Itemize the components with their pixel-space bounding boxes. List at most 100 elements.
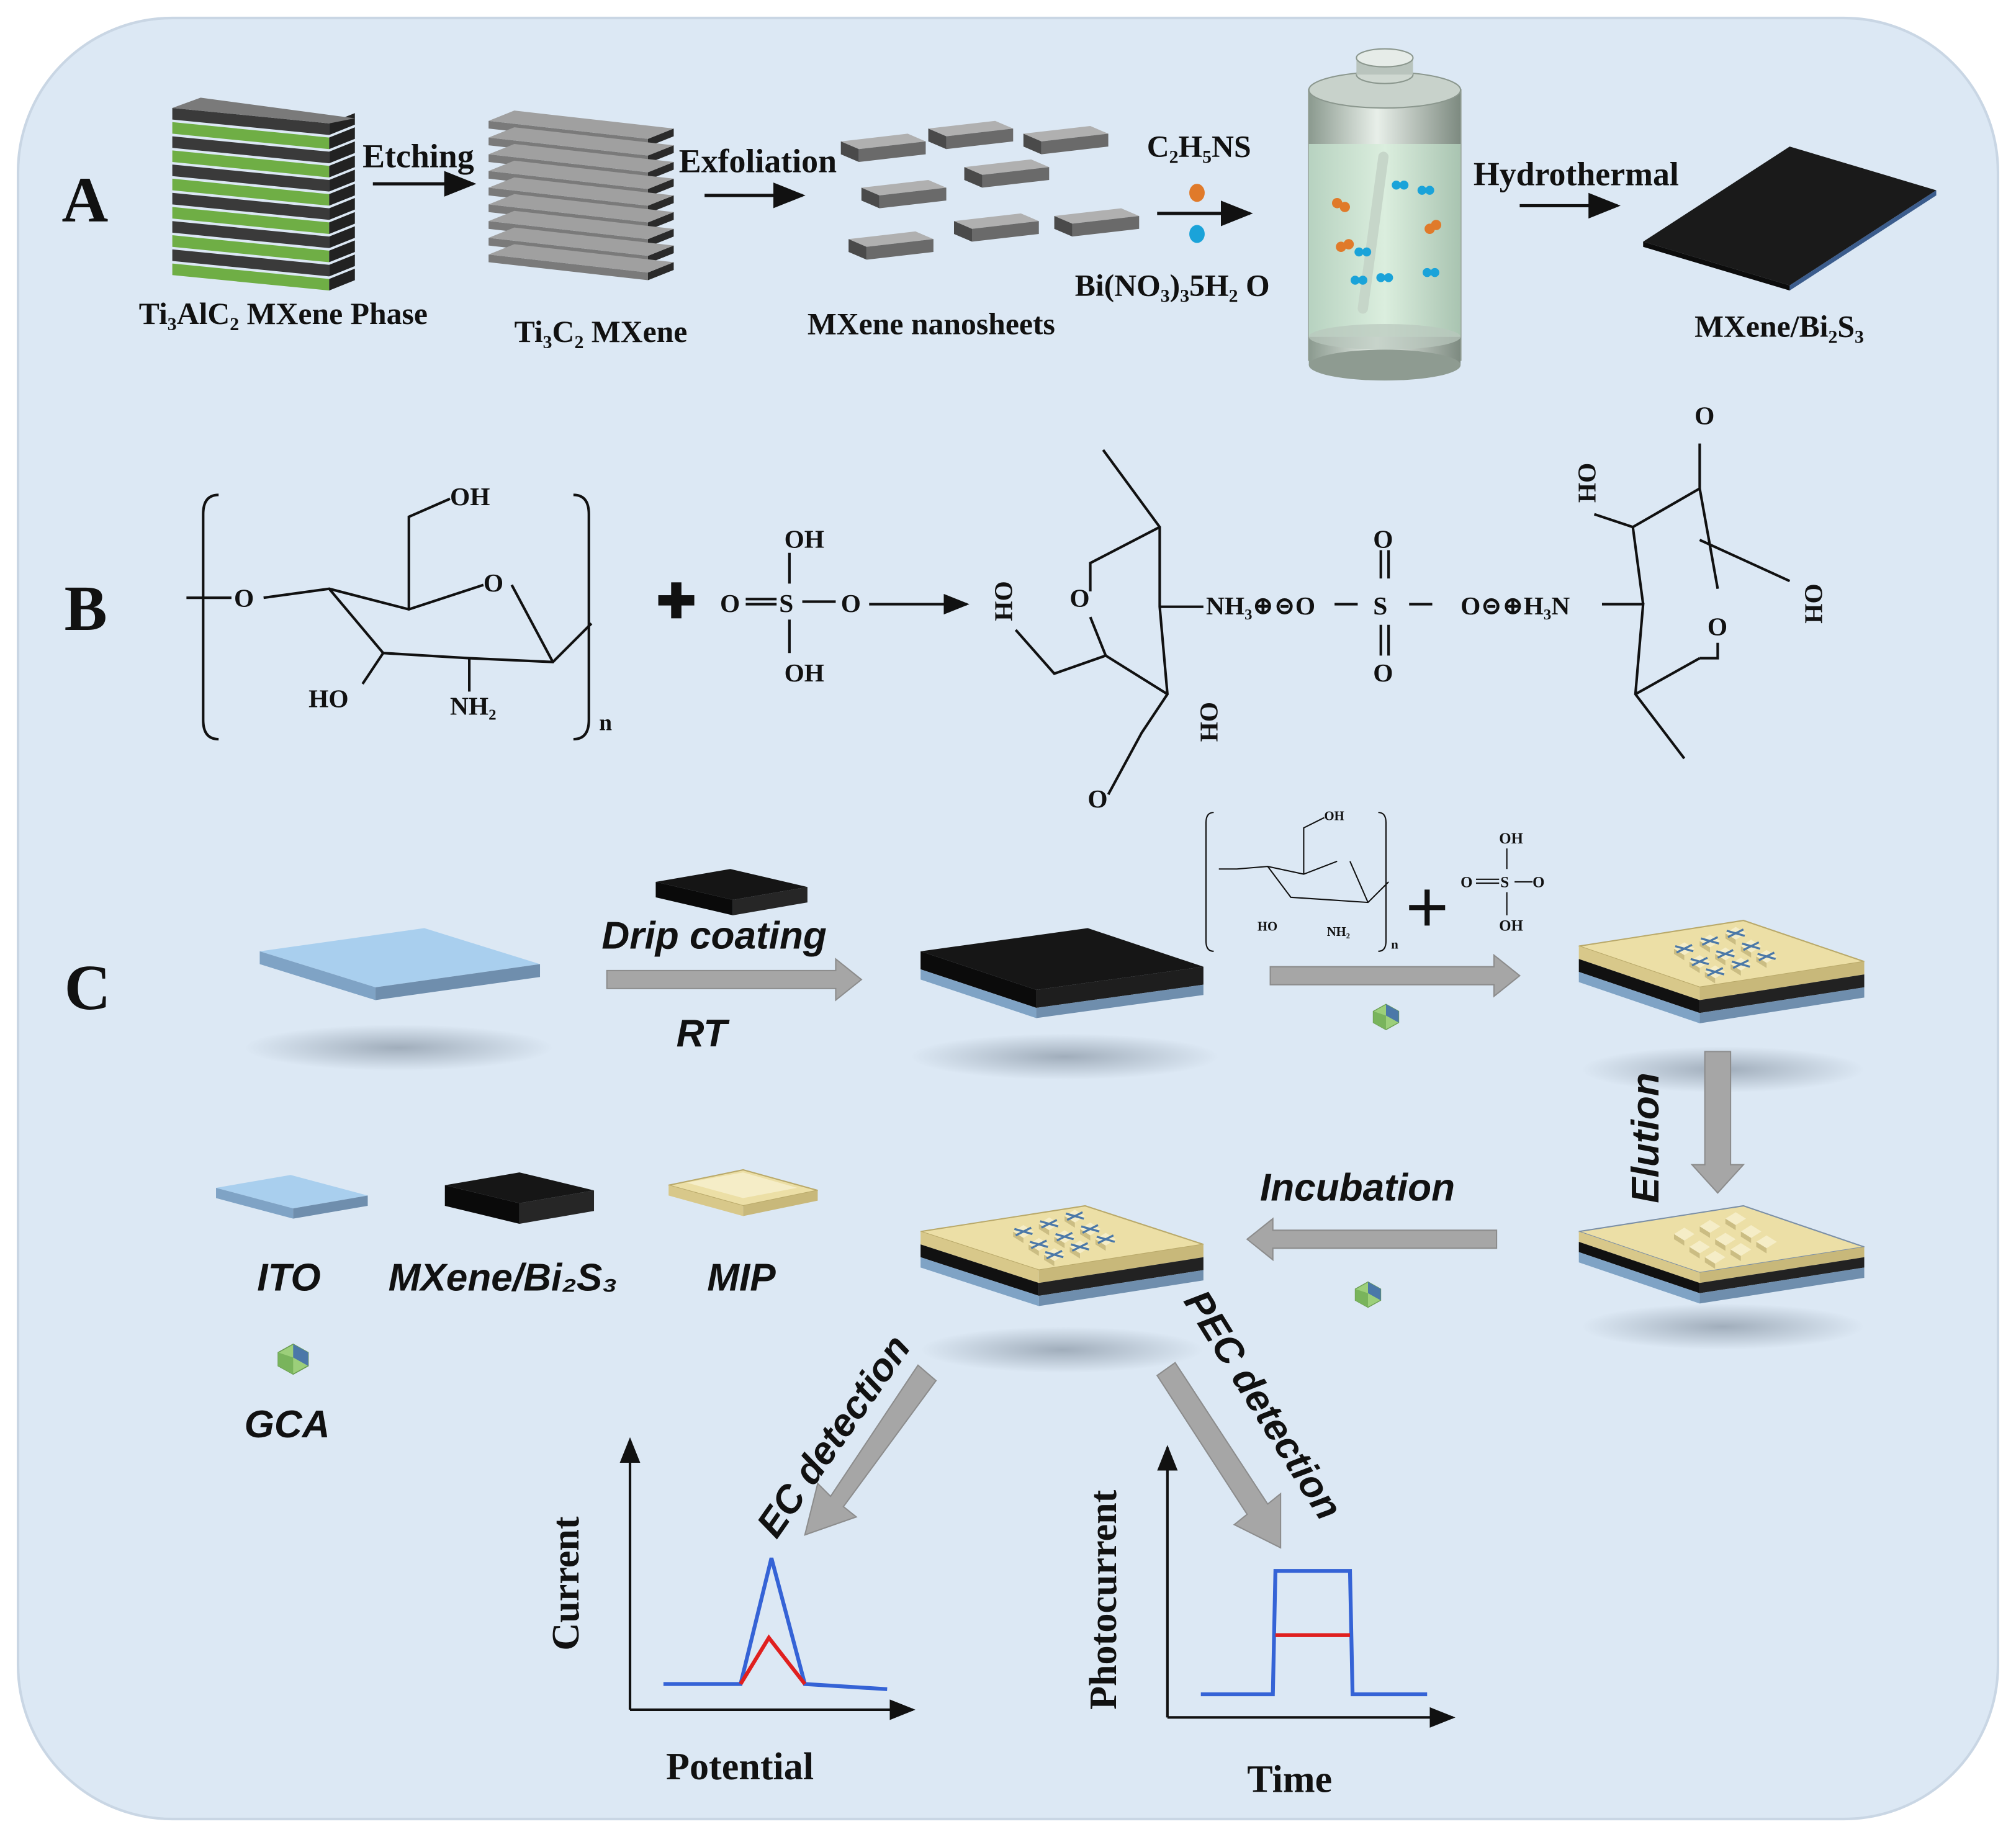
mini-acid-s: S <box>1500 874 1509 891</box>
ti3c2-layer-side <box>648 262 674 281</box>
pec-plot <box>1157 1445 1456 1728</box>
max-layer-side <box>329 197 355 220</box>
bound-gca-template <box>1014 1226 1033 1237</box>
max-layer <box>172 122 330 150</box>
imprint-cavity-wall <box>1756 1241 1767 1254</box>
product-oh-right: OH <box>1799 583 1828 623</box>
mini-n: n <box>1391 938 1398 952</box>
nanosheet-side <box>946 128 1014 150</box>
panel-c-label: C <box>65 953 111 1023</box>
max-layer-side <box>329 240 355 263</box>
nanosheet-front <box>964 167 983 188</box>
sulfuric-oh-bottom: OH <box>785 658 824 687</box>
blue-particle <box>1189 225 1205 243</box>
legend-ito-label: ITO <box>257 1257 320 1300</box>
ti3c2-layer-side <box>648 245 674 264</box>
orange-particle <box>1189 184 1205 202</box>
ti3c2-layer-top <box>488 127 674 156</box>
ti3c2-layer-top <box>488 244 674 273</box>
max-layer-side <box>329 141 355 164</box>
sulfuric-o-right: O <box>841 589 861 618</box>
elution-label: Elution <box>1624 1072 1667 1203</box>
imprint-cavity-wall <box>1704 1257 1716 1269</box>
reactor-vessel-icon <box>1308 48 1462 381</box>
exfoliation-label: Exfoliation <box>679 143 837 180</box>
sulfuric-oh-top: OH <box>785 524 824 553</box>
ti3c2-layer-top <box>488 194 674 223</box>
product-o-top: O <box>1694 402 1714 430</box>
legend-mxene-swatch <box>444 1172 595 1224</box>
panel-b-label: B <box>65 573 107 644</box>
ti3c2-label: Ti₃C₂ MXene <box>515 315 688 349</box>
imprint-cavity-wall <box>1699 1226 1710 1238</box>
bound-gca-template <box>1040 1219 1059 1229</box>
nanosheet-front <box>1054 215 1073 237</box>
nanosheet-side <box>879 187 947 209</box>
bound-gca-template <box>1065 1211 1084 1221</box>
product-o-1: O <box>1069 584 1089 613</box>
mxene-bi2s3-sheet <box>1643 146 1937 291</box>
legend-mxene-label: MXene/Bi₂S₃ <box>389 1257 618 1300</box>
rebound-mip-electrode <box>920 1205 1204 1306</box>
mini-nh2: NH₂ <box>1327 925 1350 939</box>
bound-gca-template <box>1706 967 1725 977</box>
ti3c2-layer-top <box>488 227 674 256</box>
max-phase-stack <box>172 97 355 291</box>
max-layer <box>172 221 330 248</box>
ti3c2-layer-side <box>648 161 674 180</box>
polymerization-arrow <box>1269 953 1521 998</box>
max-phase-label: Ti₃AlC₂ MXene Phase <box>139 297 428 331</box>
mini-oh: OH <box>1325 810 1344 824</box>
mini-acid-oh-bottom: OH <box>1499 918 1523 935</box>
bound-gca-template <box>1055 1231 1074 1242</box>
nanosheet-top <box>861 179 947 195</box>
nanosheet-front <box>861 187 880 209</box>
nanosheet-top <box>928 120 1014 137</box>
legend-gca-label: GCA <box>245 1403 330 1446</box>
product-label: MXene/Bi₂S₃ <box>1694 310 1864 344</box>
ec-detection-arrow <box>804 1364 937 1536</box>
reagent-bottom-label: Bi(NO₃)₃5H₂ O <box>1075 268 1270 302</box>
bound-gca-template <box>1045 1249 1064 1260</box>
max-layer <box>172 107 330 135</box>
product-so-top: O <box>1373 524 1393 553</box>
product-o-minus-h3n: O⊝⊕H₃N <box>1460 591 1570 620</box>
max-layer-side <box>329 268 355 291</box>
pec-curve-blue <box>1200 1569 1428 1697</box>
legend-ito-swatch <box>216 1175 368 1219</box>
nanosheet-side <box>972 221 1039 242</box>
bound-gca-template <box>1701 936 1719 946</box>
bound-gca-template <box>1757 951 1776 961</box>
sulfuric-s: S <box>779 589 793 618</box>
nanosheet-top <box>964 159 1050 175</box>
nanosheet-front <box>1023 133 1042 155</box>
nanosheet-side <box>1041 133 1109 155</box>
product-oh-left: OH <box>1573 463 1602 503</box>
nanosheet-front <box>928 128 947 150</box>
ec-ylabel: Current <box>545 1516 587 1651</box>
mini-sulfuric-acid <box>1475 848 1533 915</box>
nanosheet-top <box>840 133 926 150</box>
ti3c2-layer-top <box>488 210 674 240</box>
max-layer-side <box>329 184 355 206</box>
shadow <box>910 1033 1219 1080</box>
shadow <box>1581 1303 1865 1350</box>
chitosan-n: n <box>599 711 612 736</box>
chitosan-ho: HO <box>308 684 348 712</box>
ti3c2-layer-top <box>488 160 674 189</box>
product-ho-1: OH <box>989 581 1018 621</box>
bound-gca-template <box>1742 941 1761 951</box>
plus-icon <box>1409 889 1446 926</box>
ti3c2-layer <box>488 254 649 281</box>
bound-gca-template <box>1726 928 1745 938</box>
drip-coating-label: Drip coating <box>601 915 826 958</box>
imprint-cavity-wall <box>1740 1231 1752 1244</box>
crosslinked-product <box>1014 443 1791 796</box>
incubation-arrow <box>1246 1217 1498 1262</box>
max-layer <box>172 164 330 192</box>
background-panel <box>16 16 2000 1821</box>
max-layer <box>172 178 330 206</box>
product-o-ring: O <box>1708 612 1727 640</box>
product-nh3-plus: NH₃⊕⊝O <box>1206 591 1315 620</box>
ito-electrode <box>259 928 541 1000</box>
